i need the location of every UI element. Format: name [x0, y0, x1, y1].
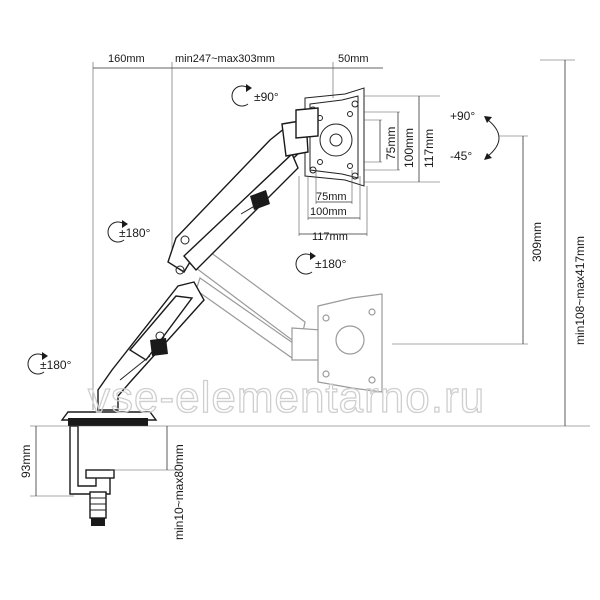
vesa-117-width-label: 117mm — [312, 231, 348, 243]
tilt-up-label: +90° — [450, 109, 475, 123]
swivel-head-icon — [295, 252, 316, 275]
desk-surface-lines — [30, 425, 590, 497]
plate-offset-label: 50mm — [338, 53, 369, 65]
vesa-117-height-label: 117mm — [422, 129, 436, 168]
tilt-arrow-up-icon — [484, 116, 492, 123]
arm-reach-label: min247~max303mm — [175, 53, 275, 65]
vertical-travel-label: 309mm — [530, 222, 544, 262]
vesa-100-width-label: 100mm — [310, 206, 347, 218]
vesa-75-height-label: 75mm — [384, 127, 398, 160]
vesa-width-dimensions — [298, 170, 368, 236]
vesa-100-height-label: 100mm — [402, 128, 416, 168]
tilt-down-label: -45° — [450, 149, 472, 163]
swivel-head-label: ±180° — [315, 257, 347, 271]
height-dimensions — [392, 59, 575, 426]
swivel-base-icon — [27, 352, 48, 375]
base-height-label: 93mm — [19, 445, 33, 478]
height-range-label: min108~max417mm — [573, 236, 587, 345]
vesa-75-width-label: 75mm — [316, 191, 347, 203]
arm-upper-position — [97, 107, 319, 411]
swivel-base-label: ±180° — [40, 358, 72, 372]
desk-thickness-label: min10~max80mm — [172, 444, 186, 540]
rotate-plate-icon — [231, 84, 252, 107]
tilt-arc-icon — [487, 119, 500, 157]
tilt-arrow-down-icon — [484, 153, 492, 160]
watermark-text: vse-elementarno.ru — [88, 373, 485, 422]
vesa-plate-upper — [304, 87, 365, 187]
swivel-elbow-label: ±180° — [119, 226, 151, 240]
arm-lower-position — [186, 251, 383, 393]
base-offset-label: 160mm — [108, 53, 145, 65]
vesa-height-dimensions — [364, 95, 440, 183]
top-dimension-line — [92, 62, 383, 410]
swivel-elbow-icon — [107, 220, 128, 243]
rotate-plate-label: ±90° — [254, 90, 279, 104]
desk-clamp — [60, 411, 158, 526]
